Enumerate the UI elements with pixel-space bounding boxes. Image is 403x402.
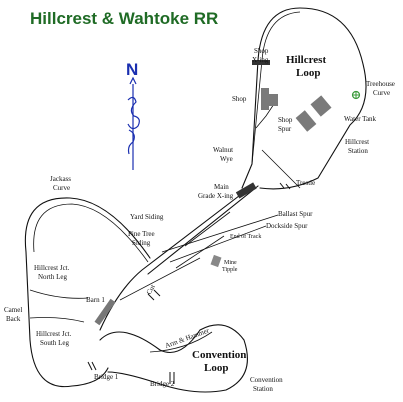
shop-crossing [252,60,270,65]
water-tank-icon [351,90,361,100]
bridge-2-label: Bridge 2 [150,380,175,388]
left-loop-track [24,197,151,388]
compass-arrow-icon [127,76,140,170]
water-tank-label: Water Tank [344,115,377,123]
arm-hammer-label: Arm & Hammer [164,326,211,350]
main-grade-crossing [235,182,257,199]
ballast-spur-label: Ballast Spur [278,210,313,218]
main-track [99,185,279,331]
convention-loop-label-2: Loop [204,362,228,374]
station-building [295,95,332,132]
bridge-1-label: Bridge 1 [94,373,119,381]
shop-xing-label: Shop [254,47,269,55]
end-of-track-label: End of Track [230,233,261,240]
shop-spur-label-2: Spur [278,125,292,133]
shop-building [261,88,278,110]
jackass-curve-label-2: Curve [53,184,70,192]
camel-back-label: Camel [4,306,22,314]
pine-tree-siding-label-2: Siding [132,239,151,247]
shop-spur-label: Shop [278,116,293,124]
walnut-wye-label-2: Wye [220,155,233,163]
barn-building [94,298,116,326]
south-leg-label: Hillcrest Jct. [36,330,72,338]
treehouse-curve-label-2: Curve [373,89,390,97]
convention-station-label: Convention [250,376,283,384]
hillcrest-loop-track [241,7,367,190]
shop-label: Shop [232,95,247,103]
north-leg-label-2: North Leg [38,273,67,281]
main-grade-xing-label: Main [214,183,229,191]
bridge-marks [87,182,291,384]
main-grade-xing-label-2: Grade X-ing [198,192,234,200]
north-leg-label: Hillcrest Jct. [34,264,70,272]
north-letter: N [126,60,138,79]
mine-tipple-building [210,254,222,268]
cut-label: Cut [145,283,157,296]
convention-station-label-2: Station [253,385,273,393]
trestle-label: Trestle [296,179,315,187]
hillcrest-station-label-2: Station [348,147,368,155]
map-title: Hillcrest & Wahtoke RR [30,9,218,28]
walnut-wye-label: Walnut [213,146,233,154]
camel-back-label-2: Back [6,315,21,323]
south-leg-label-2: South Leg [40,339,69,347]
yard-siding-label: Yard Siding [130,213,164,221]
mine-tipple-label-2: Tipple [222,267,238,273]
hillcrest-loop-label: Hillcrest [286,54,326,66]
barn-label: Barn 1 [86,296,105,304]
treehouse-curve-label: Treehouse [366,80,395,88]
hillcrest-station-label: Hillcrest [345,138,369,146]
convention-loop-label: Convention [192,349,246,361]
pine-tree-siding-label: Pine Tree [128,230,155,238]
dockside-spur-label: Dockside Spur [266,222,308,230]
convention-loop-track [99,324,248,393]
mine-tipple-label: Mine [224,260,237,266]
jackass-curve-label: Jackass [50,175,71,183]
shop-xing-label-2: X-ing [252,56,269,64]
hillcrest-loop-label-2: Loop [296,67,320,79]
compass: N [126,60,140,170]
